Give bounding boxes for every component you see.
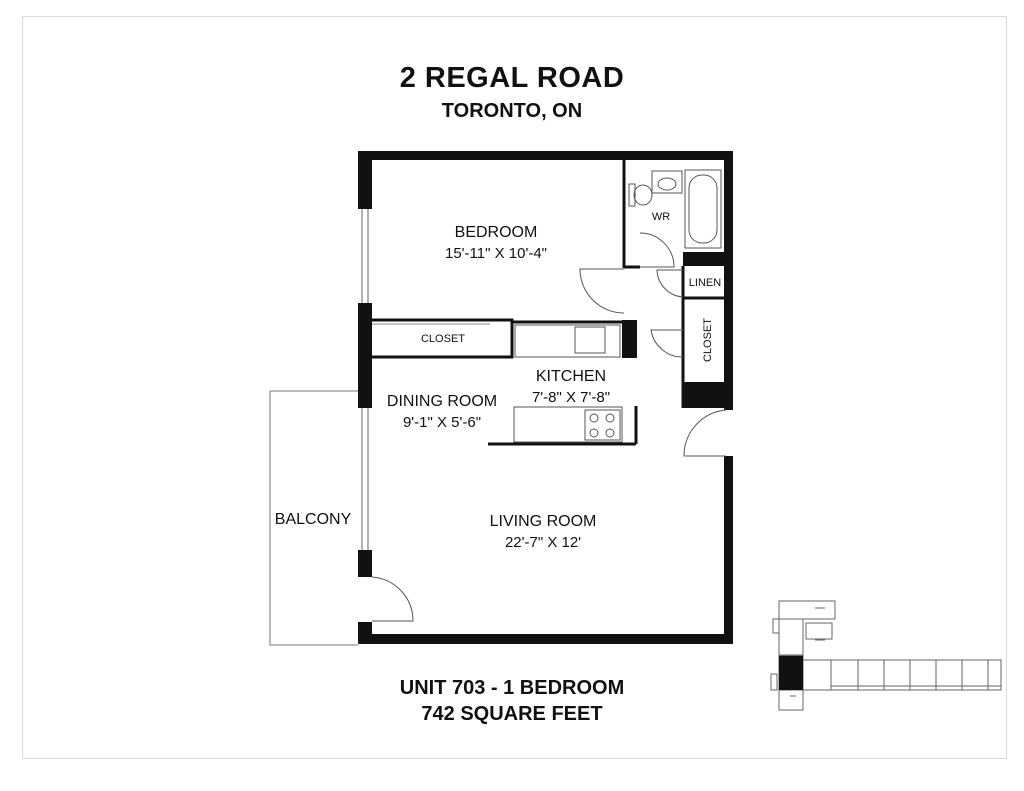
living-room-label: LIVING ROOM (490, 513, 597, 530)
key-plan-unit-highlight (779, 656, 803, 690)
key-plan (770, 600, 1002, 711)
bathtub (684, 169, 722, 249)
bathroom-sink (651, 170, 683, 194)
toilet (628, 183, 653, 207)
building-title: 2 REGAL ROAD (399, 62, 625, 94)
page-border (22, 16, 1007, 759)
bedroom-closet-label: CLOSET (421, 333, 465, 345)
bedroom-size: 15'-11" X 10'-4" (445, 245, 547, 262)
kitchen-counter (513, 324, 623, 443)
hall-closet-label: CLOSET (702, 318, 714, 362)
unit-description: UNIT 703 - 1 BEDROOM (399, 677, 625, 699)
kitchen-label: KITCHEN (536, 368, 606, 385)
balcony-outline (269, 390, 358, 646)
interior-walls (372, 160, 724, 446)
unit-area: 742 SQUARE FEET (421, 703, 603, 725)
dining-room-label: DINING ROOM (387, 393, 497, 410)
stove (584, 409, 621, 441)
room-labels: BEDROOM 15'-11" X 10'-4" WR LINEN CLOSET… (275, 211, 721, 551)
exterior-walls (358, 151, 733, 644)
kitchen-size: 7'-8" X 7'-8" (532, 389, 610, 406)
bedroom-label: BEDROOM (455, 224, 538, 241)
linen-label: LINEN (689, 277, 721, 289)
balcony-label: BALCONY (275, 511, 352, 528)
dining-room-size: 9'-1" X 5'-6" (403, 414, 481, 431)
building-location: TORONTO, ON (441, 100, 583, 122)
west-windows (361, 209, 369, 550)
washroom-label: WR (652, 211, 670, 223)
door-swings (371, 232, 727, 622)
living-room-size: 22'-7" X 12' (505, 534, 581, 551)
